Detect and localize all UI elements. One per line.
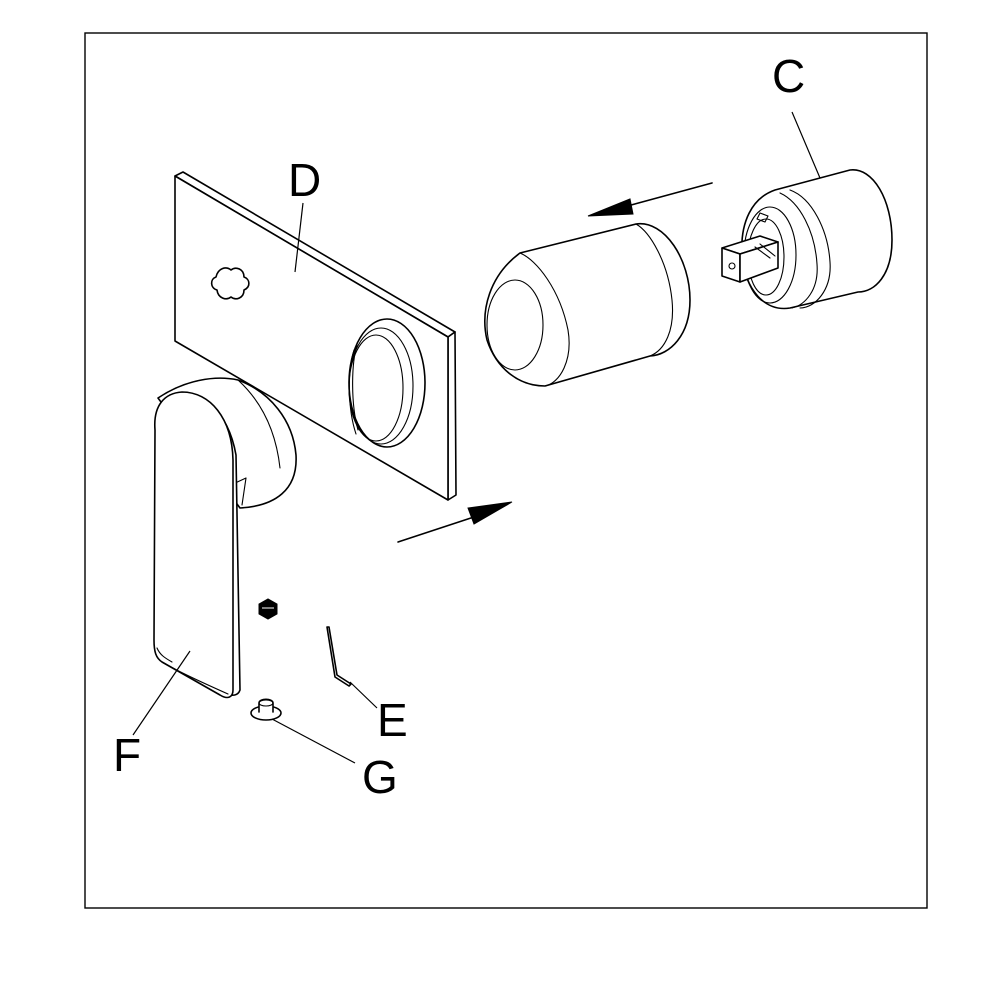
cover-plate-d (174, 171, 457, 501)
leader-g (271, 718, 356, 764)
leader-e (349, 681, 378, 709)
diagram-frame (84, 32, 928, 909)
label-d: D (288, 154, 321, 206)
label-g: G (362, 751, 398, 803)
lever-handle-f (153, 377, 297, 699)
sleeve-cylinder (484, 223, 691, 387)
assembly-arrow-right (397, 501, 513, 543)
grub-screw (258, 598, 278, 620)
washer-g (250, 698, 282, 721)
assembly-arrow-left (587, 182, 713, 217)
label-e: E (377, 694, 408, 746)
leader-c (791, 111, 821, 179)
label-f: F (113, 729, 141, 781)
leader-f (132, 650, 191, 736)
leader-d (294, 202, 304, 273)
cartridge-c (721, 169, 893, 310)
label-c: C (772, 50, 805, 102)
allen-key-e (326, 626, 352, 687)
